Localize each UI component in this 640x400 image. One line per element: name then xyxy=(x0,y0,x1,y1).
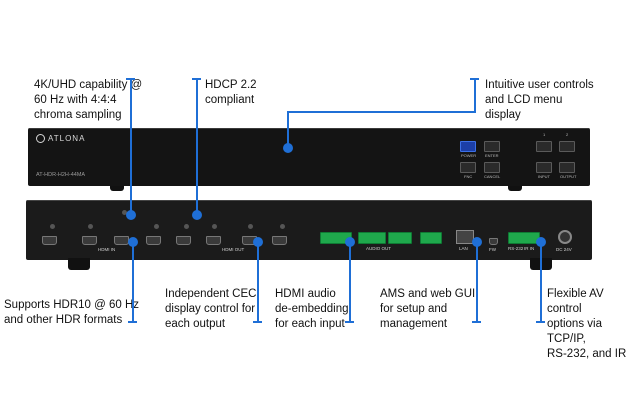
uhd-line xyxy=(130,78,132,214)
dc-label: DC 24V xyxy=(556,247,572,252)
fnc-label: FNC xyxy=(464,174,473,179)
audio-out-terminal-3 xyxy=(388,232,412,244)
screw xyxy=(280,224,285,229)
power-label: POWER xyxy=(461,153,477,158)
callout-hdcp: HDCP 2.2 compliant xyxy=(205,79,257,106)
front-button-2[interactable] xyxy=(559,141,575,152)
fw-port xyxy=(489,238,498,245)
fnc-button[interactable] xyxy=(460,162,476,173)
screw xyxy=(50,224,55,229)
power-button[interactable] xyxy=(460,141,476,152)
front-col-2-label: 2 xyxy=(566,132,569,137)
callout-flexible: Flexible AV control options via TCP/IP, … xyxy=(547,288,627,360)
cancel-label: CANCEL xyxy=(484,174,501,179)
screw xyxy=(154,224,159,229)
front-foot-right xyxy=(508,186,522,191)
controls-line-h xyxy=(287,111,476,113)
hdmi-out-2 xyxy=(206,236,221,245)
screw xyxy=(122,210,127,215)
front-panel: ATLONA AT-HDR-H2H-44MA POWER ENTER FNC C… xyxy=(28,128,590,186)
hdr-line xyxy=(132,242,134,322)
hdcp-line xyxy=(196,78,198,214)
controls-line-v xyxy=(474,78,476,112)
fw-label: FW xyxy=(489,247,496,252)
rs232-label: RS-232 xyxy=(508,246,524,251)
dc-power-jack xyxy=(558,230,572,244)
audio-out-terminal-2 xyxy=(358,232,386,244)
hdmi-in-1 xyxy=(42,236,57,245)
hdmi-out-4 xyxy=(272,236,287,245)
enter-button[interactable] xyxy=(484,141,500,152)
ams-line xyxy=(476,242,478,322)
hdmi-out-1 xyxy=(176,236,191,245)
callout-deembed: HDMI audio de-embedding for each input xyxy=(275,288,349,330)
controls-dot xyxy=(283,143,293,153)
rear-foot-left xyxy=(68,258,90,270)
audio-out-terminal-4 xyxy=(420,232,442,244)
flexible-cap xyxy=(536,321,545,323)
hdcp-dot xyxy=(192,210,202,220)
front-col-1-label: 1 xyxy=(543,132,546,137)
hdmi-in-3 xyxy=(114,236,129,245)
hdmi-out-label: HDMI OUT xyxy=(222,247,245,252)
rear-panel: HDMI IN HDMI OUT AUDIO OUT LAN FW RS-232… xyxy=(26,200,592,260)
flexible-line xyxy=(540,242,542,322)
hdmi-in-label: HDMI IN xyxy=(98,247,116,252)
brand-name: ATLONA xyxy=(48,134,86,143)
logo-mark-icon xyxy=(36,134,45,143)
screw xyxy=(184,224,189,229)
cec-line xyxy=(257,242,259,322)
deembed-cap xyxy=(345,321,354,323)
screw xyxy=(88,224,93,229)
controls-line-v2 xyxy=(287,111,289,147)
lan-label: LAN xyxy=(459,246,468,251)
cec-cap xyxy=(253,321,262,323)
ir-label: IR IN xyxy=(524,246,535,251)
callout-hdr: Supports HDR10 @ 60 Hz and other HDR for… xyxy=(4,299,139,326)
hdmi-in-2 xyxy=(82,236,97,245)
hdr-cap xyxy=(128,321,137,323)
model-number: AT-HDR-H2H-44MA xyxy=(36,172,86,178)
callout-controls: Intuitive user controls and LCD menu dis… xyxy=(485,79,594,121)
uhd-dot xyxy=(126,210,136,220)
ams-cap xyxy=(472,321,481,323)
callout-uhd: 4K/UHD capability @ 60 Hz with 4:4:4 chr… xyxy=(34,79,143,121)
output-label: OUTPUT xyxy=(560,174,577,179)
front-foot-left xyxy=(110,186,124,191)
front-button-3[interactable] xyxy=(536,162,552,173)
enter-label: ENTER xyxy=(485,153,499,158)
hdmi-in-4 xyxy=(146,236,161,245)
callout-ams: AMS and web GUI for setup and management xyxy=(380,288,476,330)
audio-out-label: AUDIO OUT xyxy=(366,246,392,251)
brand-logo: ATLONA xyxy=(36,134,85,143)
cancel-button[interactable] xyxy=(484,162,500,173)
deembed-line xyxy=(349,242,351,322)
input-label: INPUT xyxy=(538,174,550,179)
front-button-1[interactable] xyxy=(536,141,552,152)
front-button-4[interactable] xyxy=(559,162,575,173)
callout-cec: Independent CEC display control for each… xyxy=(165,288,257,330)
screw xyxy=(212,224,217,229)
screw xyxy=(248,224,253,229)
